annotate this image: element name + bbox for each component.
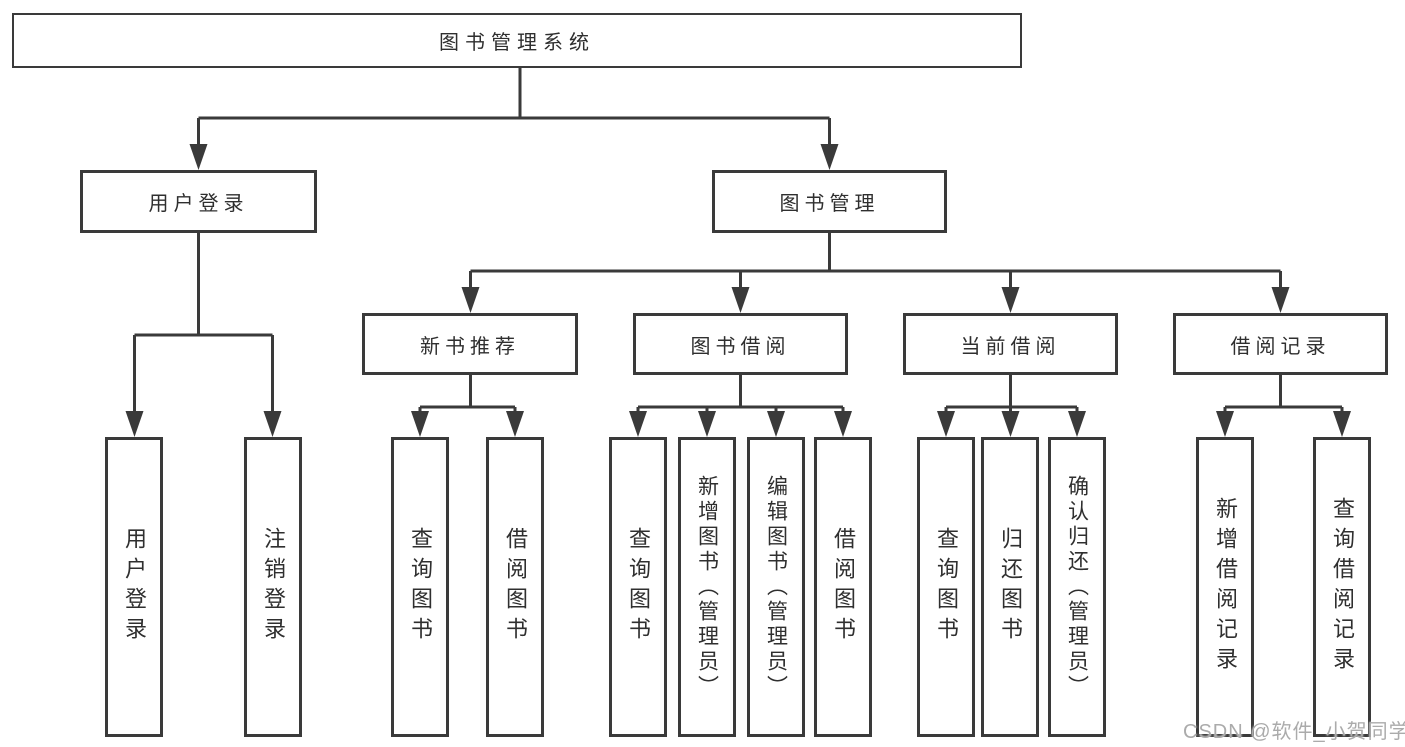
leaf-label: 新增图书（管理员）	[695, 474, 719, 700]
leaf-label: 借阅图书	[831, 527, 856, 647]
edge-book-borrowing-to-leaves	[629, 375, 852, 437]
leaf-borrow-books-borrowing: 借阅图书	[814, 437, 872, 737]
arrowhead-icon	[1001, 287, 1020, 313]
leaf-borrow-books-recommendation: 借阅图书	[486, 437, 544, 737]
leaf-query-books-current: 查询图书	[917, 437, 975, 737]
node-user-login: 用户登录	[80, 170, 317, 233]
leaf-label: 查询借阅记录	[1330, 497, 1355, 677]
leaf-label: 确认归还（管理员）	[1065, 474, 1089, 700]
arrowhead-icon	[1216, 411, 1234, 437]
node-borrowing-records: 借阅记录	[1173, 313, 1388, 375]
arrowhead-icon	[1068, 411, 1086, 437]
arrowhead-icon	[263, 411, 282, 437]
leaf-query-borrow-record: 查询借阅记录	[1313, 437, 1371, 737]
leaf-query-books-recommendation: 查询图书	[391, 437, 449, 737]
leaf-label: 注销登录	[261, 527, 286, 647]
leaf-label: 查询图书	[408, 527, 433, 647]
node-current-borrowing: 当前借阅	[903, 313, 1118, 375]
node-book-borrowing: 图书借阅	[633, 313, 848, 375]
csdn-watermark: CSDN @软件_小贺同学	[1183, 721, 1405, 743]
arrowhead-icon	[1271, 287, 1290, 313]
edge-book-management-to-level3	[461, 233, 1290, 313]
edge-new-book-recommendation-to-leaves	[411, 375, 524, 437]
arrowhead-icon	[698, 411, 716, 437]
leaf-return-books: 归还图书	[981, 437, 1039, 737]
arrowhead-icon	[629, 411, 647, 437]
arrowhead-icon	[834, 411, 852, 437]
arrowhead-icon	[461, 287, 480, 313]
arrowhead-icon	[189, 144, 208, 170]
leaf-label: 编辑图书（管理员）	[764, 474, 788, 700]
arrowhead-icon	[125, 411, 144, 437]
leaf-query-books-borrowing: 查询图书	[609, 437, 667, 737]
arrowhead-icon	[767, 411, 785, 437]
leaf-confirm-return-admin: 确认归还（管理员）	[1048, 437, 1106, 737]
leaf-label: 借阅图书	[503, 527, 528, 647]
arrowhead-icon	[411, 411, 429, 437]
leaf-user-login: 用户登录	[105, 437, 163, 737]
arrowhead-icon	[506, 411, 524, 437]
leaf-label: 用户登录	[122, 527, 147, 647]
edge-root-to-level2	[189, 68, 839, 170]
leaf-label: 查询图书	[626, 527, 651, 647]
arrowhead-icon	[1333, 411, 1351, 437]
arrowhead-icon	[937, 411, 955, 437]
arrowhead-icon	[731, 287, 750, 313]
node-new-book-recommendation: 新书推荐	[362, 313, 578, 375]
leaf-add-borrow-record: 新增借阅记录	[1196, 437, 1254, 737]
arrowhead-icon	[1001, 411, 1020, 437]
node-book-management: 图书管理	[712, 170, 947, 233]
leaf-label: 归还图书	[998, 527, 1023, 647]
leaf-edit-books-admin: 编辑图书（管理员）	[747, 437, 805, 737]
leaf-label: 查询图书	[934, 527, 959, 647]
arrowhead-icon	[820, 144, 839, 170]
edge-user-login-to-leaves	[125, 233, 282, 437]
leaf-label: 新增借阅记录	[1213, 497, 1238, 677]
node-library-management-system: 图书管理系统	[12, 13, 1022, 68]
edge-current-borrowing-to-leaves	[937, 375, 1086, 437]
leaf-logout: 注销登录	[244, 437, 302, 737]
leaf-add-books-admin: 新增图书（管理员）	[678, 437, 736, 737]
edge-borrowing-records-to-leaves	[1216, 375, 1351, 437]
